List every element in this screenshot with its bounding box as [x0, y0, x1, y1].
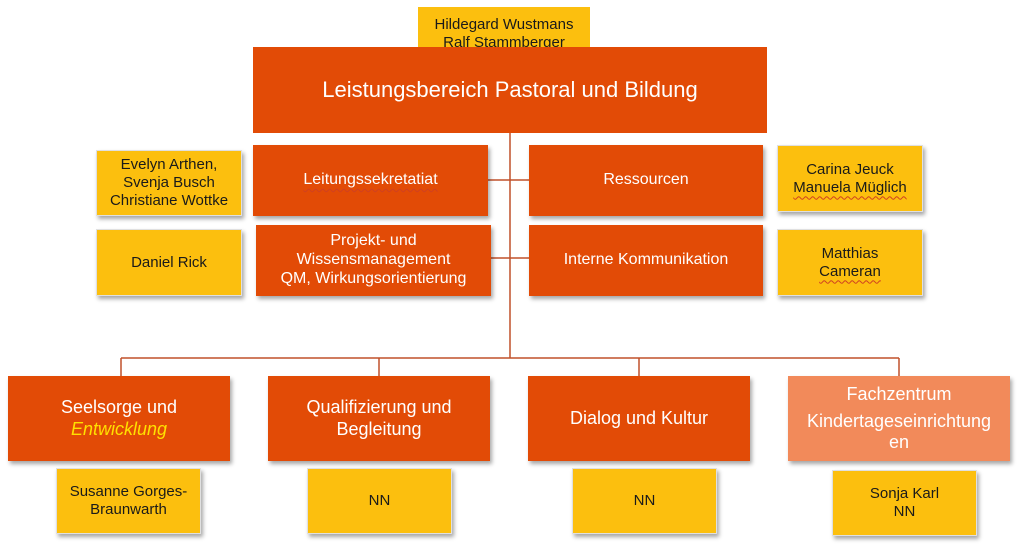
main-title-box: Leistungsbereich Pastoral und Bildung [253, 47, 767, 133]
names-box-dialog: NN [572, 468, 717, 534]
person-name: Braunwarth [90, 501, 167, 518]
unit-label-line-highlight: Entwicklung [70, 418, 168, 439]
person-name: NN [633, 492, 656, 510]
person-name: Svenja Busch [123, 174, 215, 192]
person-name: Matthias [821, 244, 879, 262]
names-box-kommunikation: Matthias Cameran [777, 229, 923, 296]
unit-label-line: Begleitung [336, 418, 422, 439]
person-name: Cameran [819, 262, 881, 280]
person-name: Christiane Wottke [109, 191, 229, 209]
unit-label: Interne Kommunikation [563, 251, 729, 269]
names-box-ressourcen: Carina Jeuck Manuela Müglich [777, 145, 923, 212]
unit-box-seelsorge: Seelsorge und Entwicklung [8, 376, 230, 461]
unit-box-projekt: Projekt- und Wissensmanagement QM, Wirku… [256, 225, 491, 296]
names-box-qualifizierung: NN [307, 468, 452, 534]
unit-box-kommunikation: Interne Kommunikation [529, 225, 763, 296]
top-name: Ralf Stammberger [443, 34, 565, 51]
main-title: Leistungsbereich Pastoral und Bildung [322, 77, 698, 103]
person-name: Carina Jeuck [806, 160, 894, 178]
names-box-leitungssekretatiat: Evelyn Arthen, Svenja Busch Christiane W… [96, 150, 242, 216]
unit-label: Ressourcen [603, 171, 689, 189]
unit-label-line: Fachzentrum [846, 383, 952, 404]
unit-label-line: Kindertageseinrichtung [806, 410, 992, 431]
person-name: Daniel Rick [131, 253, 207, 271]
person-name: Susanne Gorges- [69, 483, 188, 501]
person-name: NN [368, 492, 391, 510]
top-name: Hildegard Wustmans [434, 16, 574, 34]
names-box-fachzentrum: Sonja Karl NN [832, 470, 977, 536]
unit-box-qualifizierung: Qualifizierung und Begleitung [268, 376, 490, 461]
person-name: NN [893, 503, 916, 520]
unit-label-line: Qualifizierung und [306, 397, 452, 418]
unit-box-dialog: Dialog und Kultur [528, 376, 750, 461]
unit-label-line: en [888, 432, 910, 453]
unit-label: Leitungssekretatiat [303, 171, 438, 189]
unit-label-line: Projekt- und [330, 232, 417, 250]
unit-box-leitungssekretatiat: Leitungssekretatiat [253, 145, 488, 216]
person-name: Sonja Karl [869, 485, 940, 503]
names-box-projekt: Daniel Rick [96, 229, 242, 296]
unit-label-line: QM, Wirkungsorientierung [280, 269, 467, 287]
names-box-seelsorge: Susanne Gorges- Braunwarth [56, 468, 201, 534]
unit-box-ressourcen: Ressourcen [529, 145, 763, 216]
unit-label-line: Seelsorge und [60, 397, 178, 418]
person-name: Manuela Müglich [793, 178, 907, 196]
person-name: Evelyn Arthen, [120, 156, 218, 174]
unit-box-fachzentrum: Fachzentrum Kindertageseinrichtung en [788, 376, 1010, 461]
unit-label-line: Wissensmanagement [296, 251, 451, 269]
unit-label-line: Dialog und Kultur [569, 407, 709, 428]
